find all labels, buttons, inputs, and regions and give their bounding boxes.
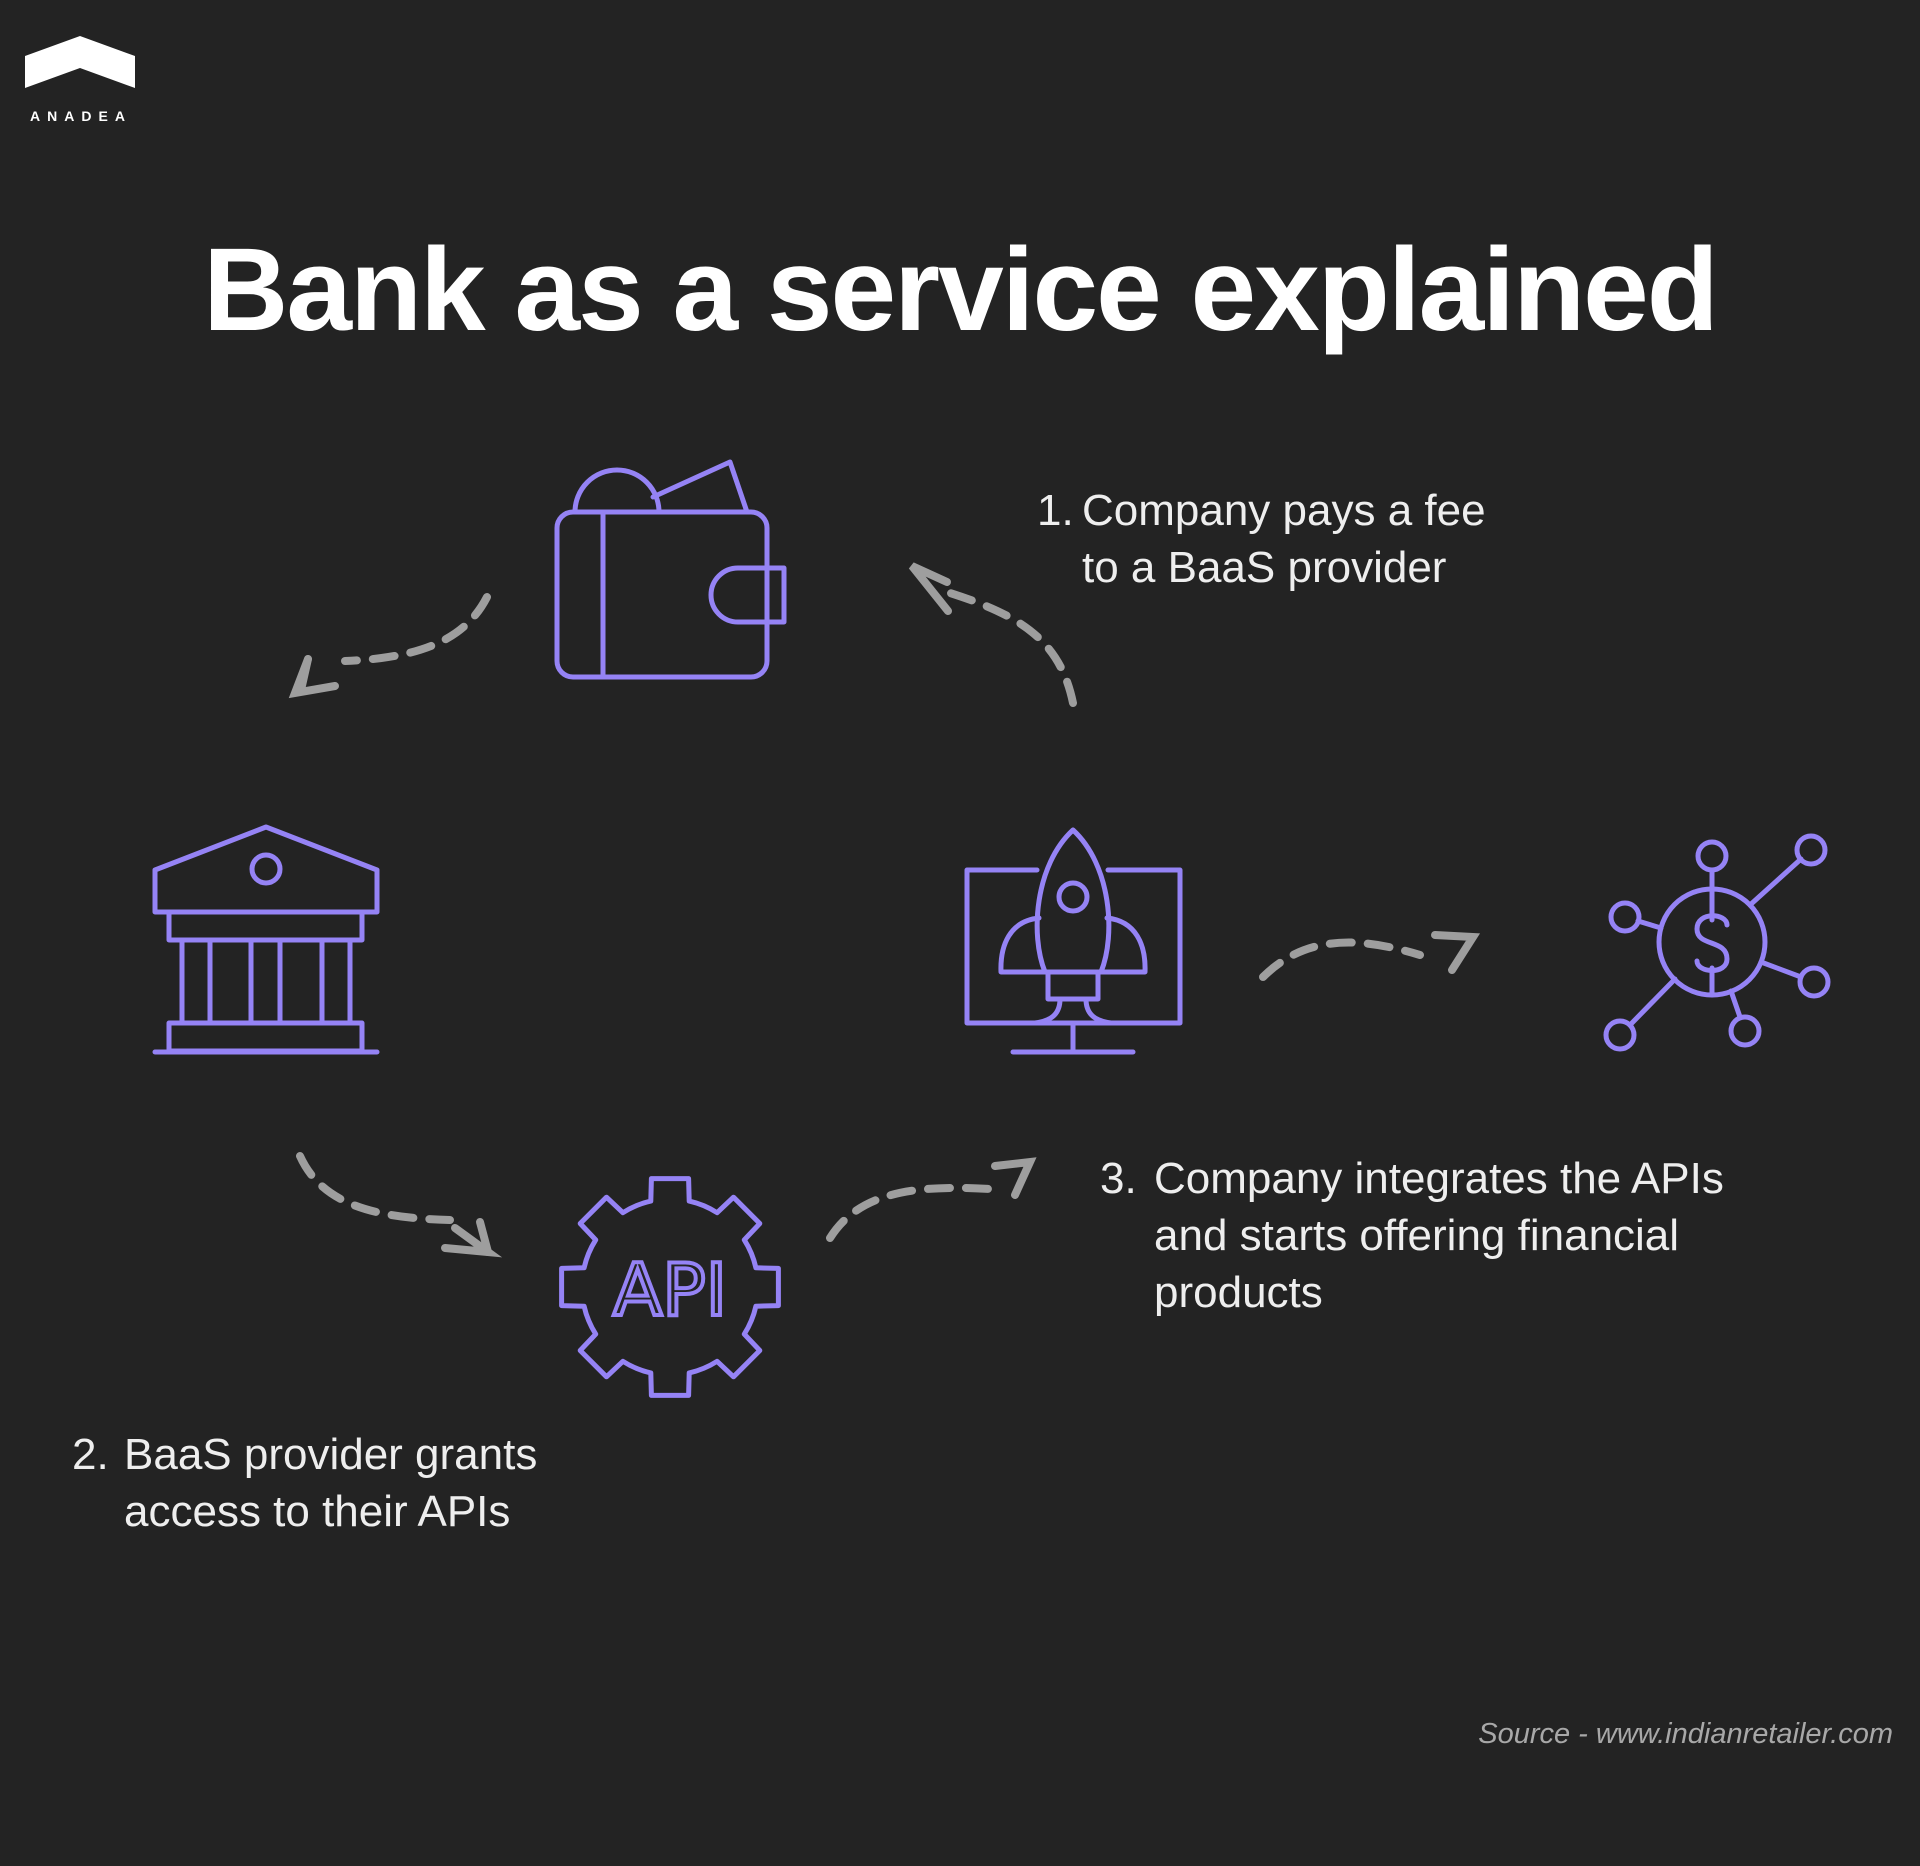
- step-number: 2.: [72, 1430, 109, 1479]
- step-text: Company pays a fee to a BaaS provider: [1082, 486, 1486, 592]
- wallet-icon: [554, 459, 787, 680]
- arrow-bank-to-api: [296, 1152, 503, 1258]
- page-title: Bank as a service explained: [203, 224, 1719, 356]
- money-network-icon: [1603, 833, 1831, 1052]
- arrow-company-to-wallet: [908, 562, 1077, 707]
- arrow-company-to-network: [1259, 931, 1481, 981]
- brand-name: ANADEA: [30, 108, 132, 124]
- step-text: BaaS provider grants access to their API…: [124, 1430, 538, 1536]
- step-1: 1. Company pays a fee to a BaaS provider: [1037, 482, 1537, 596]
- step-3: 3. Company integrates the APIs and start…: [1100, 1150, 1800, 1321]
- step-number: 3.: [1100, 1154, 1137, 1203]
- step-number: 1.: [1037, 486, 1074, 535]
- arrow-api-to-company: [826, 1157, 1037, 1242]
- api-gear-icon: API: [559, 1176, 781, 1398]
- arrow-wallet-to-bank: [288, 593, 491, 699]
- step-text: Company integrates the APIs and starts o…: [1154, 1154, 1724, 1317]
- rocket-monitor-icon: [964, 827, 1183, 1055]
- roof-chevron-logo-icon: [25, 36, 135, 88]
- step-2: 2. BaaS provider grants access to their …: [72, 1426, 632, 1540]
- source-credit: Source - www.indianretailer.com: [1478, 1718, 1893, 1750]
- bank-icon: [152, 824, 380, 1055]
- gear-outline: [559, 1176, 781, 1398]
- api-label: API: [613, 1248, 727, 1332]
- anadea-logo: ANADEA: [25, 36, 137, 132]
